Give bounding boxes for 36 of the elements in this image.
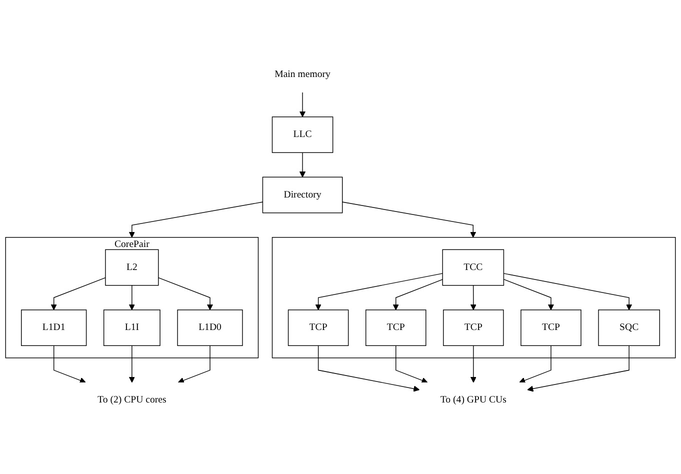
arrow (503, 278, 554, 310)
arrow (299, 92, 306, 117)
arrow (128, 344, 135, 382)
node-box: TCP (366, 309, 426, 346)
node-box: L1I (103, 309, 160, 346)
node-box: TCP (443, 309, 504, 346)
arrow (318, 344, 420, 392)
arrow (503, 272, 632, 310)
node-box: L1D1 (21, 309, 87, 346)
arrow (470, 344, 476, 382)
arrow (342, 201, 476, 238)
node-box: SQC (598, 309, 660, 346)
node-box: L2 (105, 248, 159, 286)
cluster (272, 236, 676, 358)
arrow (315, 272, 443, 310)
arrow (158, 276, 214, 310)
arrow (299, 152, 306, 178)
node-text: To (4) GPU CUs (440, 394, 506, 406)
arrow (470, 284, 476, 310)
arrow (396, 344, 428, 383)
node-box: LLC (272, 116, 334, 153)
arrow (50, 276, 106, 310)
node-text: Main memory (274, 68, 330, 80)
arrow (128, 284, 135, 310)
arrow (178, 344, 210, 383)
node-box: TCP (288, 309, 349, 346)
arrow (128, 201, 264, 238)
node-text: To (2) CPU cores (98, 394, 166, 406)
arrow (519, 344, 552, 383)
node-box: TCP (520, 309, 582, 346)
arrow (527, 344, 630, 392)
arrow (392, 278, 443, 310)
node-box: L1D0 (177, 309, 243, 346)
node-box: Directory (262, 176, 343, 213)
node-box: TCC (442, 248, 504, 286)
arrow (54, 344, 86, 383)
